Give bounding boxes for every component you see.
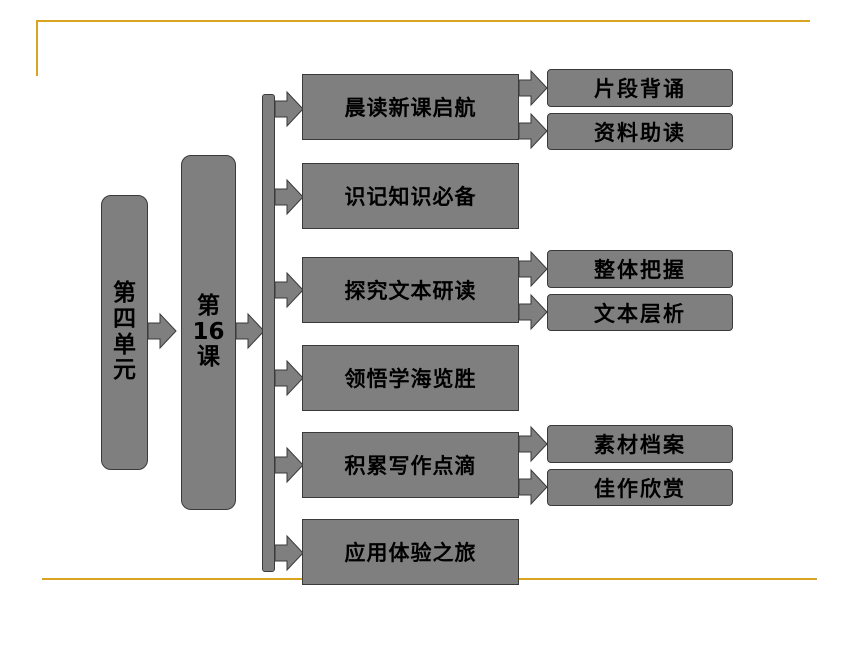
- left-rule: [36, 20, 38, 76]
- lesson-char: 课: [196, 344, 220, 371]
- arrow-to-sub-5b: [518, 469, 548, 505]
- arrow-to-section-1: [274, 91, 304, 127]
- vertical-bus-bar: [262, 94, 275, 572]
- sub-label: 片段背诵: [594, 77, 686, 101]
- arrow-to-section-6: [274, 535, 304, 571]
- unit-char: 四: [113, 305, 136, 332]
- section-label: 积累写作点滴: [344, 454, 477, 478]
- sub-box: 佳作欣赏: [547, 469, 733, 506]
- sub-label: 佳作欣赏: [594, 476, 686, 501]
- arrow-to-section-2: [274, 179, 304, 215]
- arrow-to-section-3: [274, 272, 304, 308]
- arrow-lesson-to-bus: [235, 313, 265, 349]
- arrow-to-sub-3b: [518, 294, 548, 330]
- section-box: 识记知识必备: [302, 163, 519, 229]
- arrow-to-section-5: [274, 447, 304, 483]
- unit-char: 元: [113, 357, 136, 384]
- top-rule: [36, 20, 810, 22]
- sub-box: 文本层析: [547, 294, 733, 331]
- lesson-number: 16: [192, 318, 225, 345]
- section-label: 识记知识必备: [344, 185, 477, 209]
- arrow-to-sub-3a: [518, 251, 548, 287]
- section-box: 探究文本研读: [302, 257, 519, 323]
- sub-box: 素材档案: [547, 425, 733, 463]
- sub-label: 资料助读: [594, 120, 686, 145]
- unit-char: 单: [113, 331, 136, 358]
- sub-label: 文本层析: [594, 301, 686, 326]
- sub-box: 片段背诵: [547, 69, 733, 107]
- arrow-unit-to-lesson: [147, 313, 177, 349]
- sub-box: 资料助读: [547, 113, 733, 150]
- section-label: 应用体验之旅: [344, 541, 477, 565]
- sub-label: 素材档案: [594, 433, 686, 457]
- section-box: 领悟学海览胜: [302, 345, 519, 411]
- section-box: 积累写作点滴: [302, 432, 519, 498]
- arrow-to-sub-5a: [518, 426, 548, 462]
- lesson-char: 第: [196, 292, 220, 319]
- section-box: 应用体验之旅: [302, 519, 519, 585]
- arrow-to-sub-1b: [518, 113, 548, 149]
- unit-box: 第 四 单 元: [101, 195, 148, 470]
- lesson-box: 第 16 课: [181, 155, 236, 510]
- unit-char: 第: [113, 280, 136, 306]
- sub-box: 整体把握: [547, 250, 733, 288]
- section-label: 探究文本研读: [344, 279, 477, 303]
- section-label: 领悟学海览胜: [344, 367, 477, 391]
- section-box: 晨读新课启航: [302, 74, 519, 140]
- arrow-to-sub-1a: [518, 70, 548, 106]
- arrow-to-section-4: [274, 360, 304, 396]
- section-label: 晨读新课启航: [344, 96, 477, 120]
- sub-label: 整体把握: [594, 258, 686, 282]
